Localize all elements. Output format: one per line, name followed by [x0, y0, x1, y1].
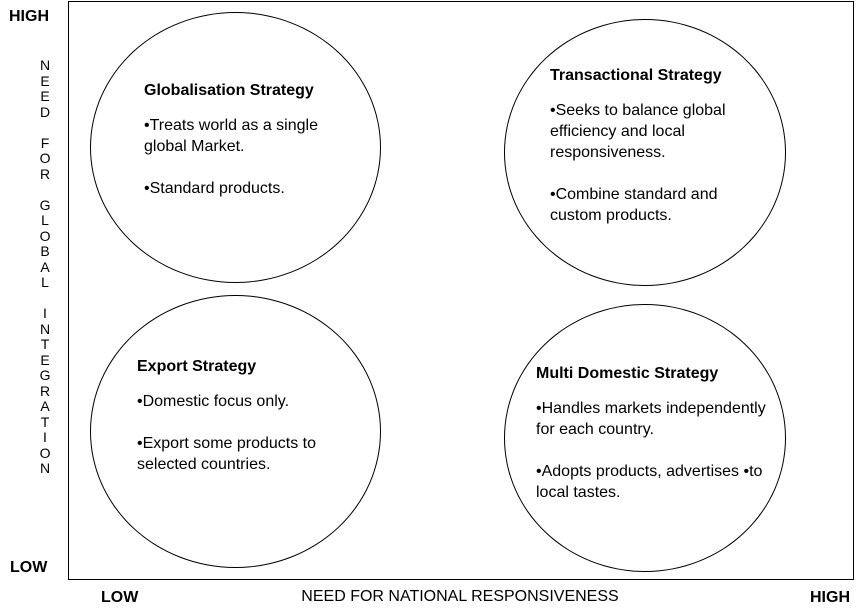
y-axis-low-label: LOW — [10, 559, 48, 576]
quadrant-bottom-right-circle — [504, 304, 786, 572]
y-axis-letter: A — [40, 398, 50, 414]
quadrant-point: •Combine standard and custom products. — [550, 186, 718, 224]
y-axis-letter: G — [39, 367, 51, 383]
quadrant-point: •Treats world as a single global Market. — [144, 117, 318, 155]
export-strategy-box: Export Strategy •Domestic focus only. •E… — [137, 356, 359, 475]
quadrant-top-right-circle — [504, 19, 786, 286]
y-axis-letter: R — [39, 165, 51, 182]
y-axis-letter: O — [39, 150, 51, 166]
y-axis-letter: G — [39, 196, 51, 213]
quadrant-title: Export Strategy — [137, 358, 257, 375]
y-axis-letter: R — [39, 382, 51, 399]
y-axis-letter: O — [39, 444, 51, 461]
x-axis-title: NEED FOR NATIONAL RESPONSIVENESS — [301, 588, 619, 605]
quadrant-top-left-circle — [90, 12, 381, 283]
transactional-strategy-box: Transactional Strategy •Seeks to balance… — [550, 65, 765, 226]
y-axis-letter: I — [43, 305, 47, 321]
y-axis-letter: T — [40, 336, 50, 352]
quadrant-point: •Handles markets independently for each … — [536, 400, 766, 438]
y-axis-letter: E — [40, 88, 50, 104]
y-axis-letter: E — [40, 351, 50, 368]
quadrant-title: Multi Domestic Strategy — [536, 365, 719, 382]
multi-domestic-strategy-box: Multi Domestic Strategy •Handles markets… — [536, 363, 788, 503]
quadrant-bottom-left-circle — [90, 295, 381, 568]
matrix-frame — [68, 1, 854, 580]
quadrant-point: •Export some products to selected countr… — [137, 435, 317, 473]
quadrant-point: •Seeks to balance global efficiency and … — [550, 102, 726, 161]
x-axis-high-label: HIGH — [810, 589, 850, 606]
quadrant-point: •Adopts products, advertises •to local t… — [536, 463, 763, 501]
y-axis-letter: T — [40, 413, 50, 430]
y-axis-letter: A — [40, 258, 50, 275]
y-axis-letter: F — [40, 134, 50, 151]
y-axis-letter: I — [43, 429, 47, 445]
y-axis-high-label: HIGH — [9, 8, 49, 25]
y-axis-letter: N — [39, 57, 51, 73]
y-axis-letter: B — [40, 243, 50, 259]
globalisation-strategy-box: Globalisation Strategy •Treats world as … — [144, 80, 359, 199]
y-axis-letter: O — [39, 227, 51, 244]
y-axis-title: N E E D F O R G L O B A L I N T E G R A … — [39, 57, 51, 477]
quadrant-point: •Standard products. — [144, 180, 285, 197]
y-axis-letter: E — [40, 72, 50, 89]
quadrant-title: Transactional Strategy — [550, 67, 722, 84]
quadrant-title: Globalisation Strategy — [144, 82, 314, 99]
y-axis-letter: L — [41, 274, 49, 290]
quadrant-point: •Domestic focus only. — [137, 393, 290, 410]
y-axis-letter: N — [39, 320, 51, 337]
y-axis-letter: N — [39, 460, 51, 476]
y-axis-letter: L — [41, 212, 49, 228]
x-axis-low-label: LOW — [101, 589, 139, 606]
y-axis-letter: D — [39, 103, 51, 120]
